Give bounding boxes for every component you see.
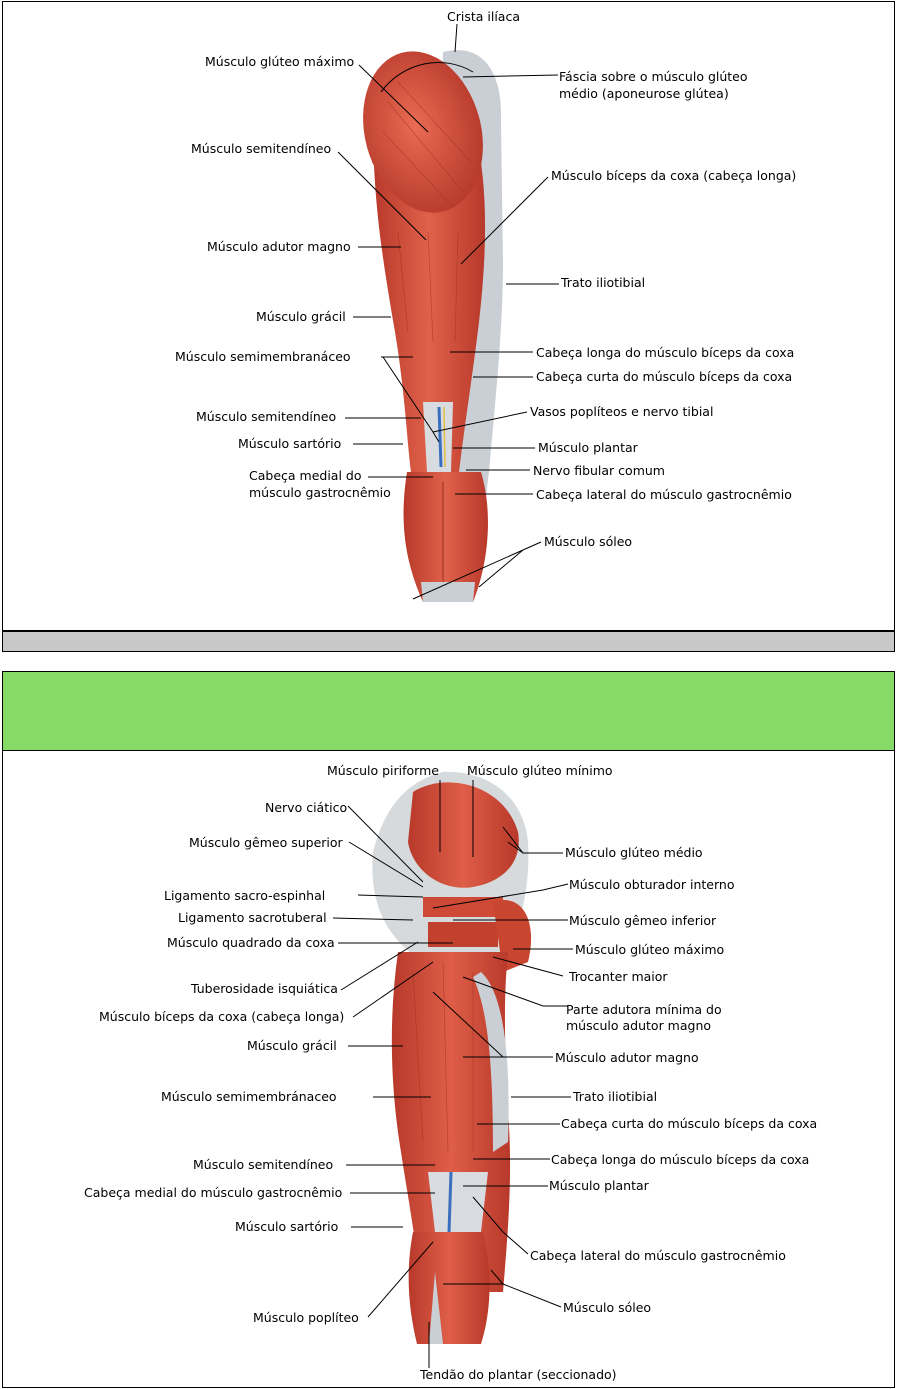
label-trato-iliotibial: Trato iliotibial — [572, 1089, 657, 1104]
label-cabeca-longa: Cabeça longa do músculo bíceps da coxa — [551, 1152, 809, 1167]
label-soleo: Músculo sóleo — [563, 1300, 651, 1315]
label-parte-adutora-line-1: Parte adutora mínima do — [566, 1002, 722, 1017]
figure-2-leader-lines — [332, 780, 573, 1368]
label-semimembranaceo: Músculo semimembránaceo — [161, 1089, 337, 1104]
label-semimembranaceo: Músculo semimembranáceo — [175, 349, 351, 364]
label-soleo: Músculo sóleo — [544, 534, 632, 549]
label-parte-adutora-line-2: músculo adutor magno — [566, 1018, 711, 1033]
deep-posterior-thigh-drawing — [372, 771, 532, 1344]
label-trocanter-maior: Trocanter maior — [568, 969, 668, 984]
label-fascia-line-2: médio (aponeurose glútea) — [559, 86, 729, 101]
label-fascia-line-1: Fáscia sobre o músculo glúteo — [559, 69, 748, 84]
label-biceps-longa: Músculo bíceps da coxa (cabeça longa) — [99, 1009, 344, 1024]
figure-2-panel: Músculo piriforme Músculo glúteo mínimo … — [2, 671, 895, 1388]
label-semitendineo-top: Músculo semitendíneo — [191, 141, 331, 156]
label-sartorio: Músculo sartório — [238, 436, 341, 451]
label-crista-iliaca: Crista ilíaca — [447, 9, 520, 24]
label-tendao-plantar: Tendão do plantar (seccionado) — [419, 1367, 617, 1382]
figure-2-labels: Músculo piriforme Músculo glúteo mínimo … — [84, 763, 817, 1382]
label-adutor-magno: Músculo adutor magno — [207, 239, 351, 254]
label-gemeo-inferior: Músculo gêmeo inferior — [569, 913, 717, 928]
label-gracil: Músculo grácil — [247, 1038, 337, 1053]
label-nervo-fibular: Nervo fibular comum — [533, 463, 665, 478]
label-piriforme: Músculo piriforme — [327, 763, 439, 778]
label-adutor-magno: Músculo adutor magno — [555, 1050, 699, 1065]
label-semitendineo: Músculo semitendíneo — [193, 1157, 333, 1172]
gray-separator-bar — [2, 631, 895, 652]
label-gemeo-superior: Músculo gêmeo superior — [189, 835, 344, 850]
figure-1-labels: Crista ilíaca Músculo glúteo máximo Fásc… — [175, 9, 796, 549]
label-cabeca-longa-biceps: Cabeça longa do músculo bíceps da coxa — [536, 345, 794, 360]
label-quadrado-coxa: Músculo quadrado da coxa — [167, 935, 335, 950]
label-cabeca-medial: Cabeça medial do músculo gastrocnêmio — [84, 1185, 342, 1200]
label-plantar: Músculo plantar — [538, 440, 639, 455]
label-gracil: Músculo grácil — [256, 309, 346, 324]
label-popliteo: Músculo poplíteo — [253, 1310, 359, 1325]
label-lig-sacroespinhal: Ligamento sacro-espinhal — [164, 888, 325, 903]
label-gluteo-medio: Músculo glúteo médio — [565, 845, 703, 860]
figure-2-illustration: Músculo piriforme Músculo glúteo mínimo … — [84, 763, 817, 1382]
label-lig-sacrotuberal: Ligamento sacrotuberal — [178, 910, 327, 925]
label-cabeca-lateral: Cabeça lateral do músculo gastrocnêmio — [530, 1248, 786, 1263]
posterior-thigh-drawing — [363, 50, 503, 602]
label-nervo-ciatico: Nervo ciático — [265, 800, 347, 815]
label-tuberosidade: Tuberosidade isquiática — [190, 981, 338, 996]
label-cabeca-curta: Cabeça curta do músculo bíceps da coxa — [561, 1116, 817, 1131]
label-cabeca-curta-biceps: Cabeça curta do músculo bíceps da coxa — [536, 369, 792, 384]
label-plantar: Músculo plantar — [549, 1178, 650, 1193]
label-biceps-longa: Músculo bíceps da coxa (cabeça longa) — [551, 168, 796, 183]
label-cabeca-lateral: Cabeça lateral do músculo gastrocnêmio — [536, 487, 792, 502]
figure-1-leader-lines — [337, 23, 559, 600]
label-semitendineo-low: Músculo semitendíneo — [196, 409, 336, 424]
label-vasos-popliteos: Vasos poplíteos e nervo tibial — [530, 404, 713, 419]
label-trato-iliotibial: Trato iliotibial — [560, 275, 645, 290]
figure-1-panel: Crista ilíaca Músculo glúteo máximo Fásc… — [2, 1, 895, 631]
label-sartorio: Músculo sartório — [235, 1219, 338, 1234]
label-obturador-interno: Músculo obturador interno — [569, 877, 735, 892]
label-cabeca-medial-line-1: Cabeça medial do — [249, 468, 361, 483]
label-gluteo-maximo: Músculo glúteo máximo — [575, 942, 724, 957]
green-header-bar — [3, 672, 894, 751]
label-cabeca-medial-line-2: músculo gastrocnêmio — [249, 485, 391, 500]
label-gluteo-maximo: Músculo glúteo máximo — [205, 54, 354, 69]
label-gluteo-minimo: Músculo glúteo mínimo — [467, 763, 613, 778]
figure-1-illustration: Crista ilíaca Músculo glúteo máximo Fásc… — [175, 9, 796, 602]
